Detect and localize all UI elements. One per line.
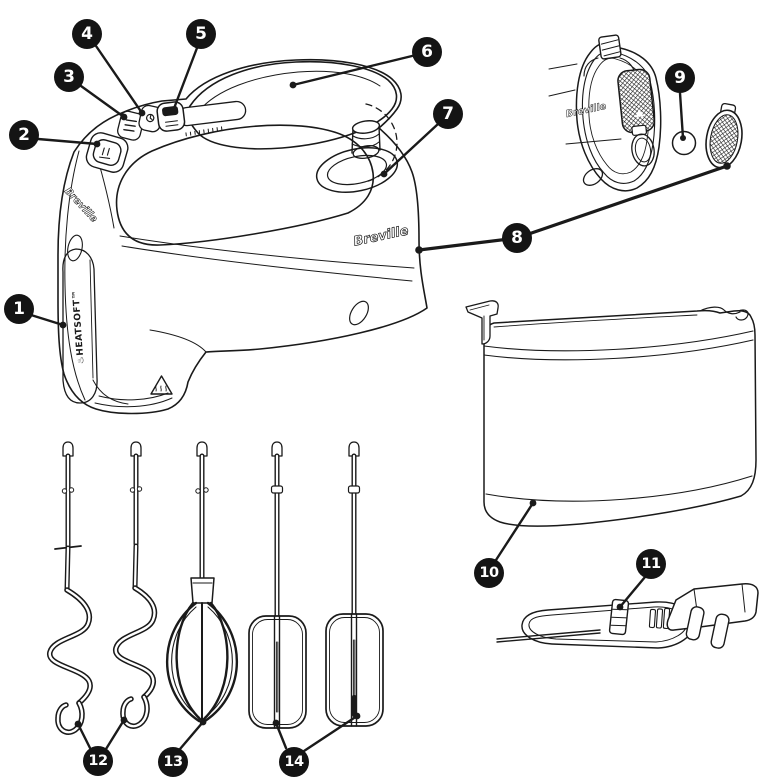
callout-5: 5 [186, 19, 216, 49]
callout-14-number: 14 [284, 753, 304, 770]
vent-cover [705, 102, 743, 169]
callout-5-number: 5 [195, 23, 207, 44]
mixer-outline [57, 58, 428, 415]
callout-6: 6 [412, 37, 442, 67]
leader-end-dots [59, 81, 731, 728]
callout-4-number: 4 [81, 23, 93, 44]
speed-scale-marks [185, 126, 223, 137]
dough-hook-left [47, 441, 93, 735]
callout-9-number: 9 [674, 67, 686, 88]
callout-11: 11 [636, 549, 666, 579]
callout-11-number: 11 [641, 555, 661, 572]
callout-1-number: 1 [13, 298, 25, 319]
callout-2: 2 [9, 120, 39, 150]
socket-opening [631, 133, 655, 167]
callout-8: 8 [502, 223, 532, 253]
heel-oval-hole [582, 168, 604, 186]
callout-10: 10 [474, 558, 504, 588]
rear-knob [315, 103, 399, 193]
front-grip-panel [62, 248, 98, 404]
callout-10-number: 10 [479, 564, 499, 581]
vent-mesh-panel [617, 68, 656, 136]
callout-9: 9 [665, 63, 695, 93]
callout-14: 14 [279, 747, 309, 777]
callout-13: 13 [158, 747, 188, 777]
callout-leader-lines [29, 44, 731, 753]
callout-6-number: 6 [421, 41, 433, 62]
rotation-dashed-arc [363, 103, 398, 183]
rear-vent-detail-view: Breville [548, 34, 662, 192]
mixer-handle [187, 60, 398, 150]
callout-8-number: 8 [511, 227, 523, 248]
callout-2-number: 2 [18, 124, 30, 145]
callout-3-number: 3 [63, 66, 75, 87]
callout-13-number: 13 [163, 753, 183, 770]
filter-disc [671, 130, 697, 156]
rear-cord-entry [598, 34, 622, 60]
beater-left [248, 441, 307, 729]
callout-1: 1 [4, 294, 34, 324]
cord-clip [608, 598, 630, 636]
callout-7: 7 [433, 99, 463, 129]
callout-12: 12 [83, 746, 113, 776]
power-cord [496, 583, 759, 649]
balloon-whisk [166, 441, 238, 723]
callout-4: 4 [72, 19, 102, 49]
power-plug [666, 583, 759, 649]
brand-logo-body: Breville [352, 223, 410, 249]
hot-surface-warning-icon [150, 375, 173, 395]
callout-3: 3 [54, 62, 84, 92]
brand-logo-rear: Breville [565, 101, 608, 120]
body-detail-oval [349, 300, 369, 326]
storage-case [465, 300, 757, 527]
heatsoft-label: ♨HEATSOFT™ [71, 289, 86, 364]
callout-7-number: 7 [442, 103, 454, 124]
speed-slider [156, 100, 247, 137]
beater-right [325, 441, 384, 727]
hand-mixer-illustration: Breville Breville ♨HEATSOFT™ [57, 58, 428, 415]
case-clip [465, 300, 499, 345]
callout-12-number: 12 [88, 752, 108, 769]
dough-hook-right [113, 441, 158, 729]
handle-grip-opening [115, 124, 375, 246]
